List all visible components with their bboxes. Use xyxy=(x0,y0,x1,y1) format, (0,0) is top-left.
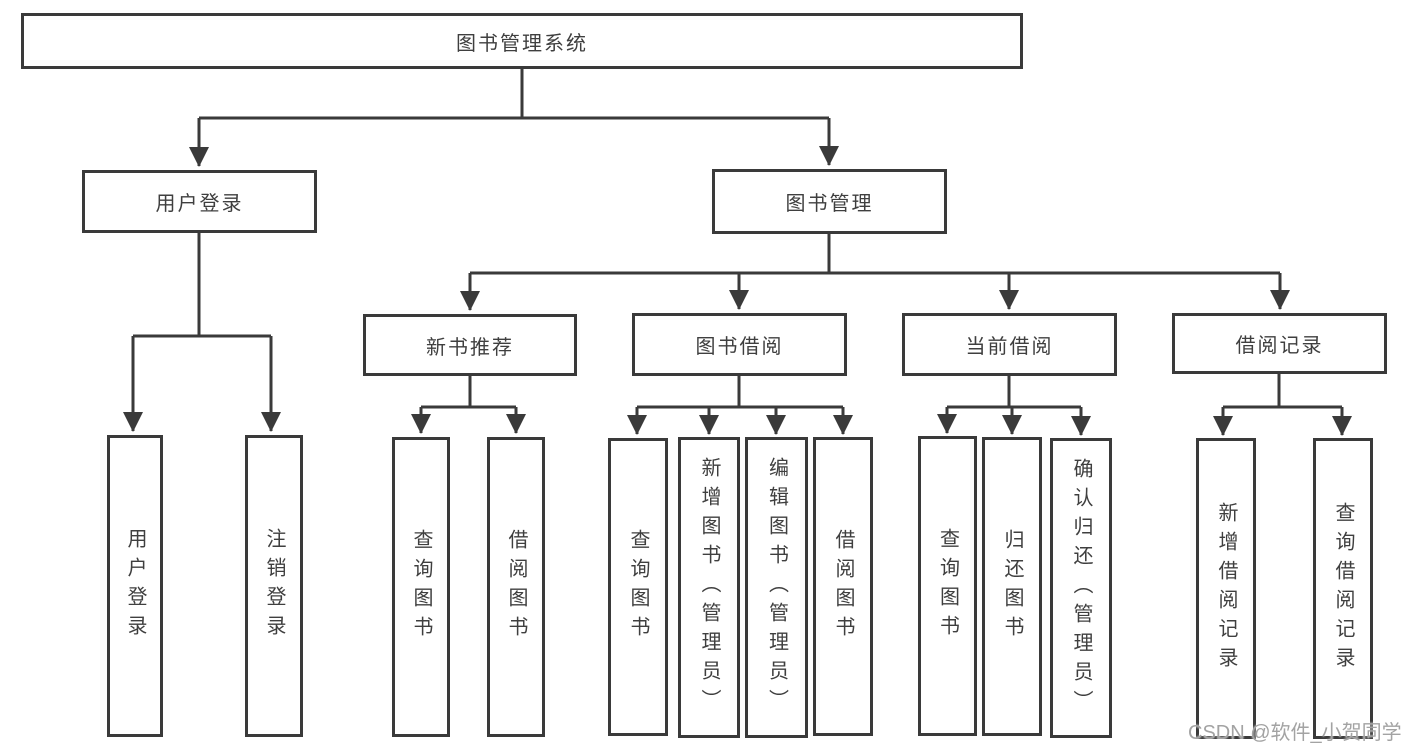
node-current-borrow: 当前借阅 xyxy=(902,313,1117,376)
leaf-label: 查询借阅记录 xyxy=(1332,501,1354,676)
leaf-label: 查询图书 xyxy=(410,529,432,645)
node-book-borrow: 图书借阅 xyxy=(632,313,847,376)
leaf-add-books-admin: 新增图书（管理员） xyxy=(678,437,740,738)
leaf-edit-books-admin: 编辑图书（管理员） xyxy=(745,437,808,738)
node-label: 借阅记录 xyxy=(1235,335,1324,357)
leaf-borrow-books-2: 借阅图书 xyxy=(813,437,873,736)
node-label: 新书推荐 xyxy=(426,336,514,359)
leaf-label: 查询图书 xyxy=(936,528,959,644)
node-borrow-records: 借阅记录 xyxy=(1172,313,1387,374)
node-user-login: 用户登录 xyxy=(82,170,317,233)
leaf-label: 注销登录 xyxy=(263,528,285,644)
leaf-label: 归还图书 xyxy=(1001,528,1023,645)
leaf-add-borrow-record: 新增借阅记录 xyxy=(1196,438,1256,739)
node-new-book-recommend: 新书推荐 xyxy=(363,314,577,376)
node-label: 图书管理系统 xyxy=(456,32,588,55)
node-library-management-system: 图书管理系统 xyxy=(21,13,1023,69)
leaf-label: 借阅图书 xyxy=(505,529,527,645)
leaf-return-books: 归还图书 xyxy=(982,437,1042,736)
leaf-query-books-1: 查询图书 xyxy=(392,437,450,737)
leaf-label: 查询图书 xyxy=(627,529,649,645)
leaf-label: 编辑图书（管理员） xyxy=(765,457,788,718)
leaf-label: 借阅图书 xyxy=(832,528,854,645)
leaf-borrow-books-1: 借阅图书 xyxy=(487,437,545,737)
leaf-confirm-return-admin: 确认归还（管理员） xyxy=(1050,438,1112,738)
node-label: 用户登录 xyxy=(155,193,244,215)
node-label: 当前借阅 xyxy=(965,336,1054,358)
node-book-management: 图书管理 xyxy=(712,169,947,234)
leaf-query-borrow-record: 查询借阅记录 xyxy=(1313,438,1373,739)
leaf-label: 确认归还（管理员） xyxy=(1070,457,1092,719)
node-label: 图书借阅 xyxy=(695,336,784,358)
leaf-label: 新增图书（管理员） xyxy=(698,457,720,718)
node-label: 图书管理 xyxy=(785,193,874,215)
leaf-query-books-2: 查询图书 xyxy=(608,438,668,736)
leaf-label: 新增借阅记录 xyxy=(1215,501,1237,676)
leaf-label: 用户登录 xyxy=(124,528,146,644)
csdn-watermark: CSDN @软件_小贺同学 xyxy=(1188,722,1402,744)
leaf-logout: 注销登录 xyxy=(245,435,303,737)
leaf-user-login: 用户登录 xyxy=(107,435,163,737)
leaf-query-books-3: 查询图书 xyxy=(918,436,977,736)
